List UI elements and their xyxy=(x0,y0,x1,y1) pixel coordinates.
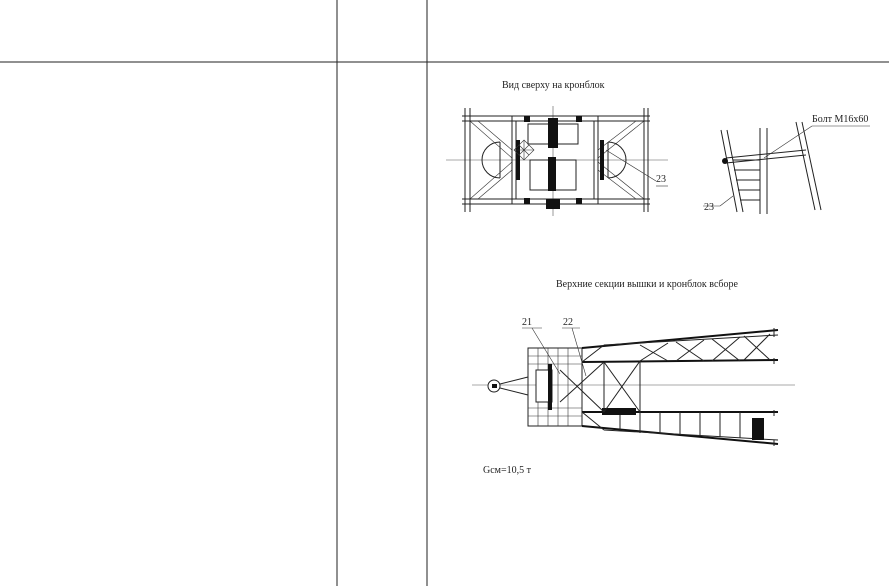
callout-22: 22 xyxy=(563,317,573,328)
callout-21: 21 xyxy=(522,317,532,328)
callout-23-side-view: 23 xyxy=(704,202,714,213)
mast-assembly-title: Верхние секции вышки и кронблок вcборе xyxy=(556,279,738,290)
top-view-title: Вид сверху на кронблок xyxy=(502,80,605,91)
bolt-label: Болт М16х60 xyxy=(812,114,869,125)
weight-label: Gсм=10,5 т xyxy=(483,465,531,476)
callout-23-top-view: 23 xyxy=(656,174,666,185)
